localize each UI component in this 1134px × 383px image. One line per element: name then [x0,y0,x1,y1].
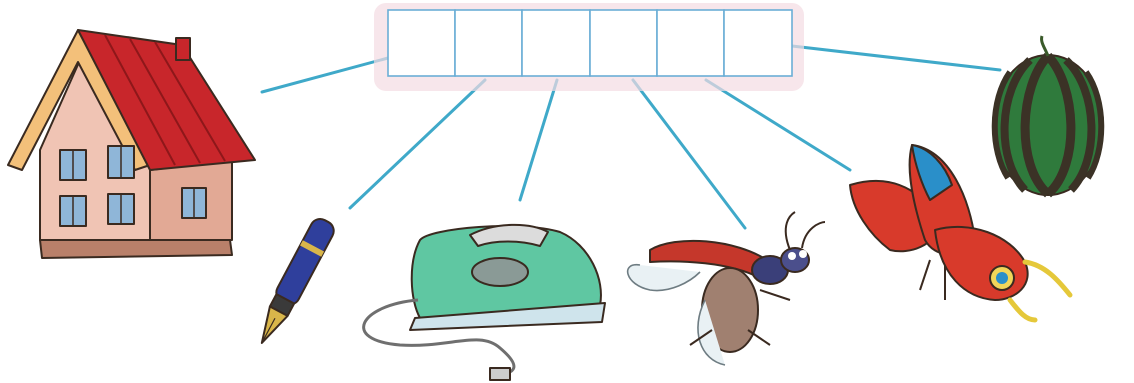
letter-box-5[interactable] [657,10,724,76]
letter-box-1[interactable] [388,10,455,76]
connector-line-butterfly [706,80,850,170]
house-icon [8,30,255,258]
connector-line-house [262,58,388,92]
letter-boxes [374,3,804,91]
connector-line-watermelon [792,46,1000,70]
connector-line-pen [350,80,485,208]
connector-line-iron [520,80,557,200]
letter-box-6[interactable] [724,10,792,76]
letter-box-4[interactable] [590,10,657,76]
letter-box-3[interactable] [522,10,590,76]
iron-icon [364,225,605,380]
letter-box-2[interactable] [455,10,522,76]
fountain-pen-icon [251,215,337,348]
watermelon-icon [993,36,1103,195]
beetle-icon [628,212,825,365]
connector-line-beetle [633,80,745,228]
